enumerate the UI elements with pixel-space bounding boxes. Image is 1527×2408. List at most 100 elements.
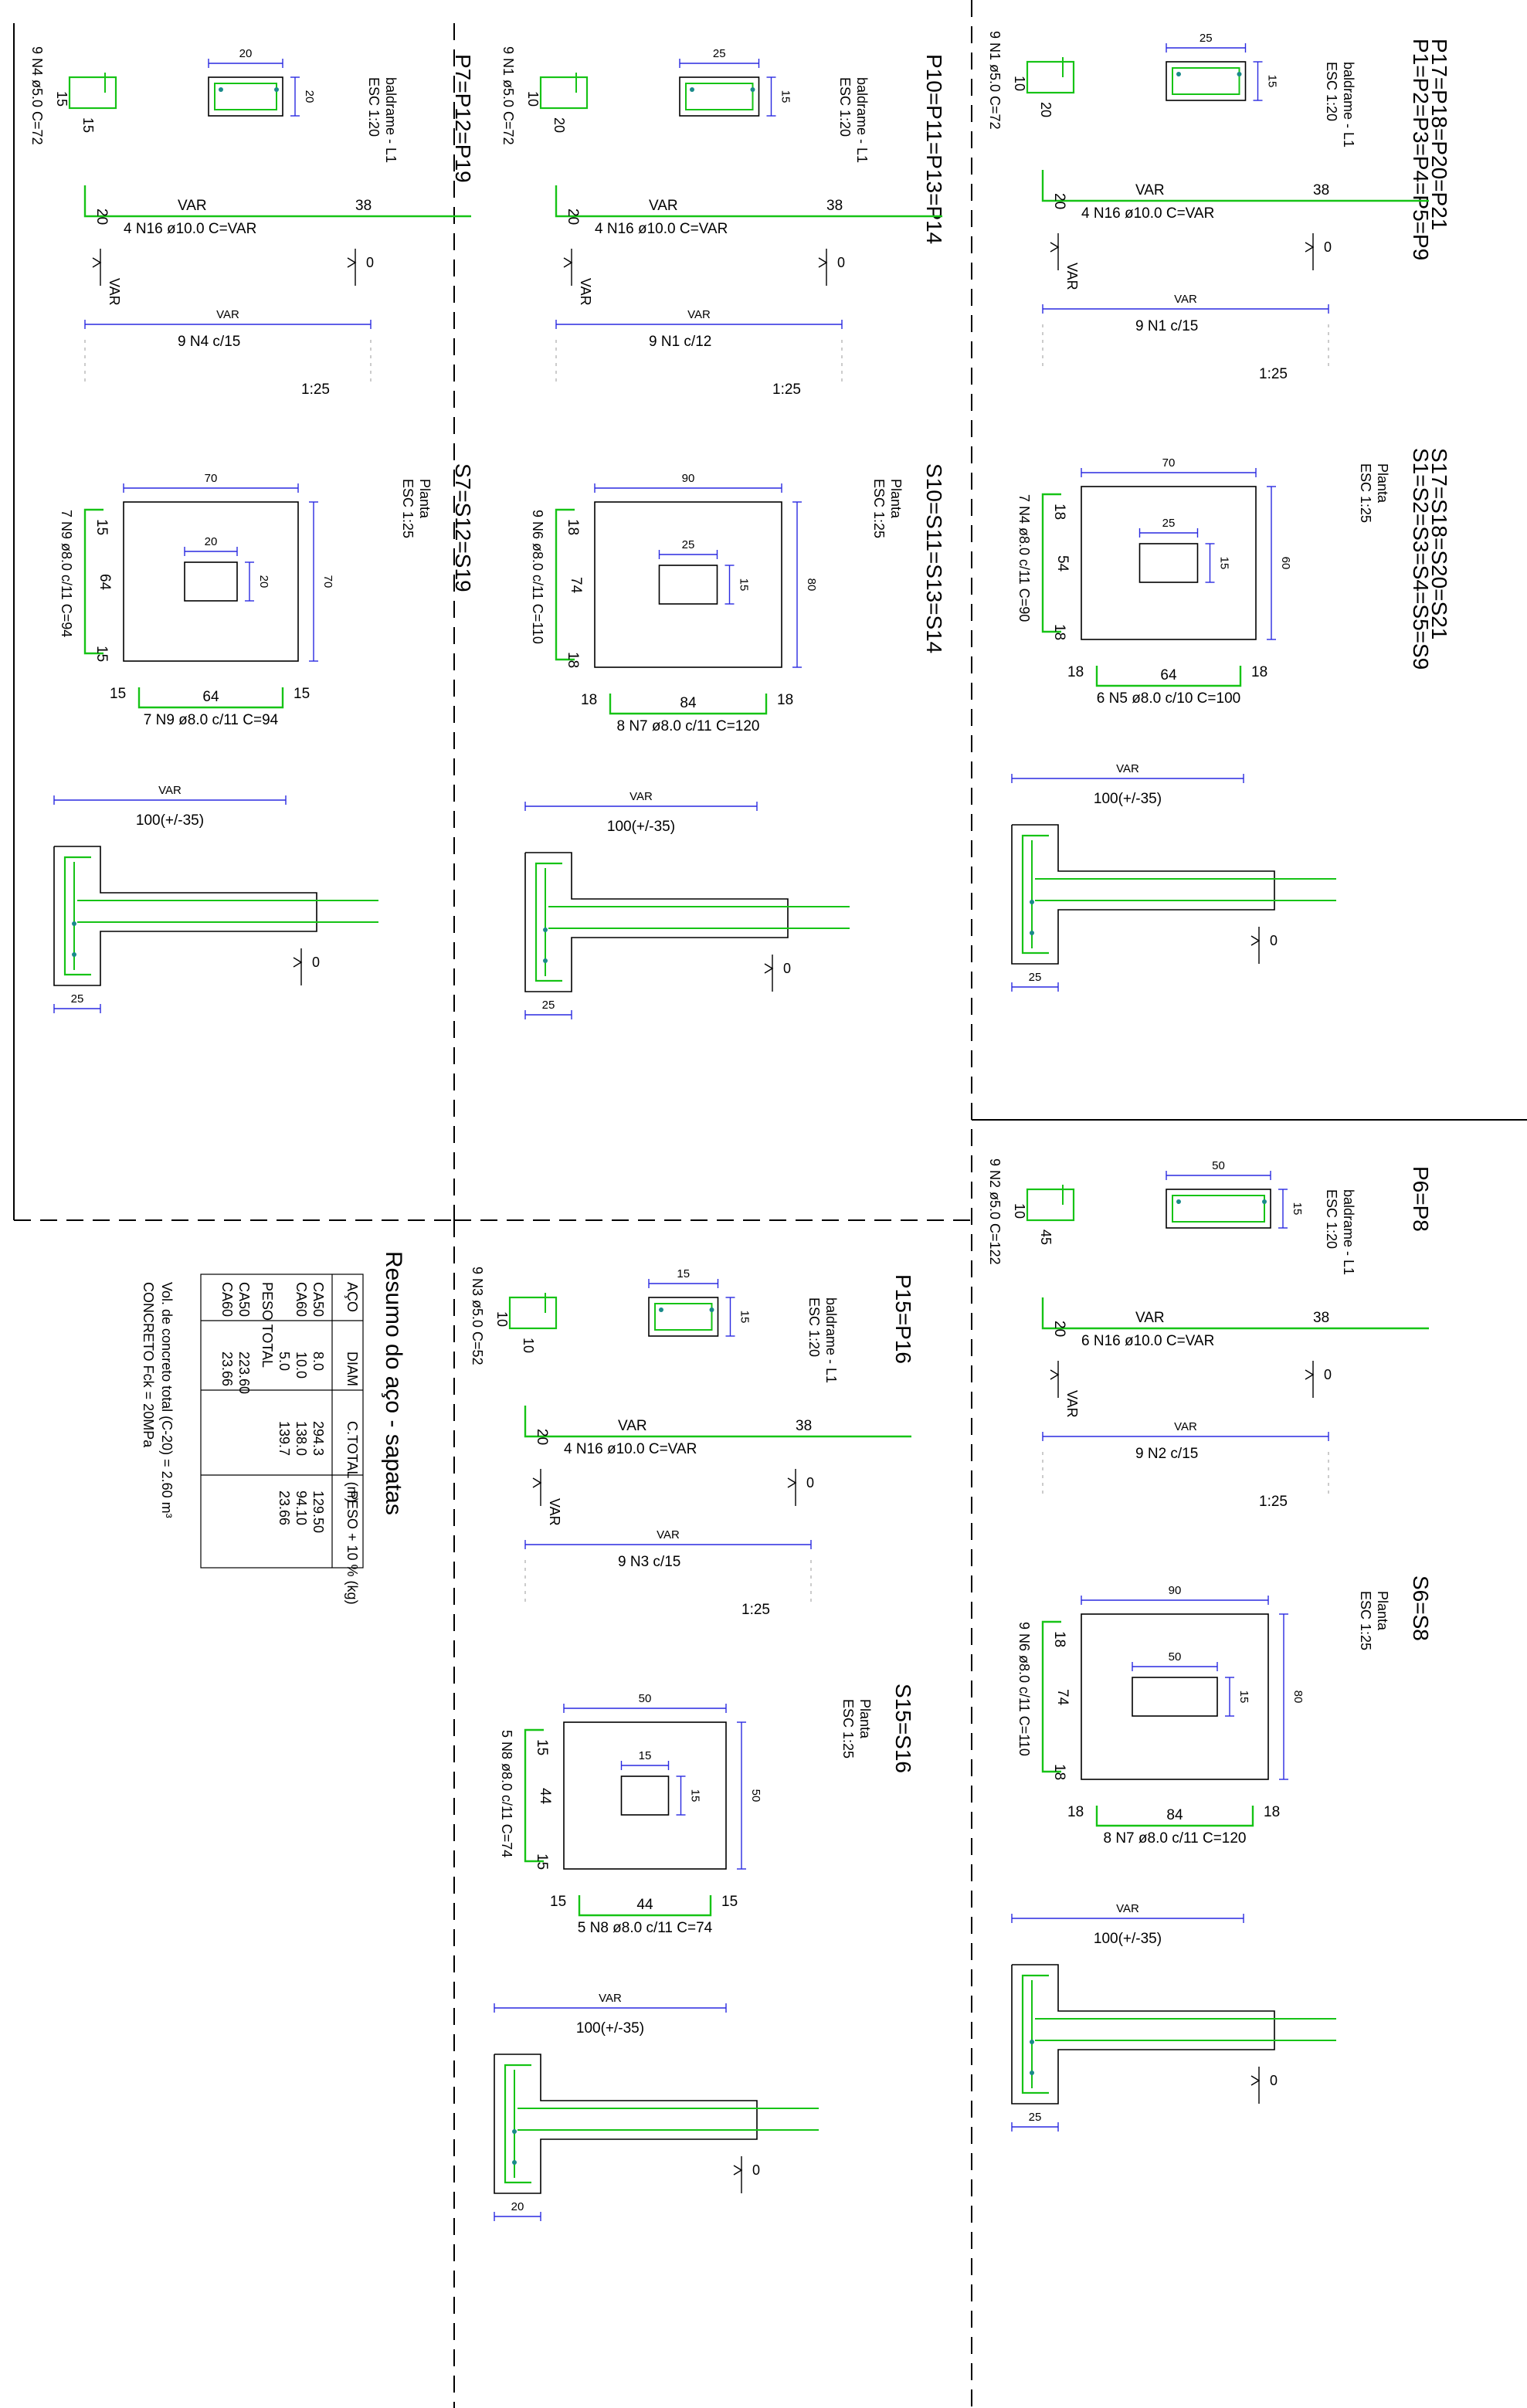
- var-vertical: VAR: [1064, 1390, 1080, 1418]
- dimension-label: VAR: [1174, 293, 1197, 306]
- bar-b-end: 18: [777, 692, 793, 708]
- dimension-label: 50: [1212, 1159, 1225, 1172]
- beam-label: baldrame - L1: [823, 1297, 839, 1383]
- bar-label: 4 N16 ø10.0 C=VAR: [124, 221, 256, 237]
- section-depth: 100(+/-35): [1094, 791, 1162, 807]
- stirrup-shape: [508, 1296, 558, 1330]
- footing-outline: [1081, 1613, 1269, 1780]
- stirrup-run-label: 9 N1 c/15: [1135, 318, 1198, 334]
- table-cell: 10.0: [294, 1352, 309, 1379]
- footing-view: Planta: [1375, 463, 1390, 504]
- bar-a-label: 7 N4 ø8.0 c/11 C=90: [1016, 494, 1032, 622]
- beam-label: baldrame - L1: [1341, 1189, 1356, 1275]
- longitudinal-bar: [524, 1406, 911, 1438]
- section-outline: [53, 846, 317, 986]
- bar-b-end: 15: [721, 1894, 738, 1910]
- rebar-dot: [709, 1307, 714, 1312]
- dimension-label: 15: [1237, 1691, 1250, 1704]
- level-marker: [733, 2165, 743, 2176]
- longitudinal-bar: [555, 185, 942, 218]
- stirrup-run-label: 9 N1 c/12: [649, 334, 711, 350]
- table-cell: 138.0: [294, 1421, 309, 1456]
- stirrup-height: 15: [54, 91, 70, 107]
- bar-a-end: 15: [93, 646, 110, 662]
- peso-total-label: PESO TOTAL: [260, 1282, 275, 1368]
- footing-title: S7=S12=S19: [451, 463, 475, 592]
- bar-a-end: 18: [565, 519, 581, 535]
- table-cell: 8.0: [310, 1352, 326, 1371]
- table-cell: 23.66: [277, 1491, 292, 1525]
- level-label: 0: [806, 1475, 814, 1491]
- bar-left-length: 20: [1051, 193, 1067, 209]
- level-marker: [1305, 1369, 1315, 1380]
- dimension-label: 70: [205, 472, 218, 485]
- table-header: DIAM: [344, 1352, 360, 1386]
- total-grade: CA60: [219, 1282, 235, 1317]
- dimension-label: 25: [1200, 32, 1213, 45]
- dimension-label: 25: [71, 992, 84, 1006]
- section-depth: 100(+/-35): [576, 2020, 644, 2037]
- footing-scale: ESC 1:25: [1358, 463, 1373, 523]
- section-outline: [1011, 1964, 1275, 2104]
- bar-b-end: 15: [550, 1894, 566, 1910]
- stirrup-label: 9 N1 ø5.0 C=72: [501, 46, 516, 145]
- bar-label: 4 N16 ø10.0 C=VAR: [564, 1441, 697, 1457]
- beam-scale: ESC 1:20: [806, 1297, 822, 1357]
- footing-scale: ESC 1:25: [400, 479, 416, 538]
- beam-label: baldrame - L1: [1341, 62, 1356, 148]
- footing-bar-a: [555, 508, 575, 661]
- stirrup-height: 10: [1012, 76, 1027, 91]
- rebar-dot: [219, 87, 223, 92]
- footing-view: Planta: [417, 479, 433, 519]
- footing-view: Planta: [1375, 1591, 1390, 1631]
- pillar-title: P1=P2=P3=P4=P5=P9: [1409, 39, 1433, 260]
- beam-stirrup: [654, 1303, 713, 1331]
- total-value: 23.66: [219, 1352, 235, 1386]
- stirrup-shape: [539, 76, 589, 110]
- bar-right-length: 38: [796, 1418, 812, 1434]
- section-bar: [1021, 834, 1049, 955]
- bar-a-end: 18: [1051, 1631, 1067, 1647]
- rebar-dot: [512, 2129, 517, 2134]
- table-cell: 129.50: [310, 1491, 326, 1533]
- rebar-dot: [750, 87, 755, 92]
- dimension-label: 20: [205, 535, 218, 548]
- longitudinal-bar: [1041, 170, 1429, 202]
- dimension-label: VAR: [687, 308, 711, 321]
- level-marker: [1250, 2075, 1261, 2086]
- footing-title: S6=S8: [1409, 1575, 1433, 1641]
- concrete-fck: CONCRETO Fck = 20MPa: [141, 1282, 156, 1448]
- total-value: 223.60: [236, 1352, 252, 1394]
- bar-b-end: 18: [1067, 664, 1084, 680]
- footing-outline: [1081, 486, 1257, 640]
- footing-scale: ESC 1:25: [840, 1699, 856, 1759]
- level-label: 0: [366, 255, 374, 270]
- bar-right-length: 38: [1313, 1310, 1329, 1326]
- dimension-label: 50: [639, 1692, 652, 1705]
- section-bar: [534, 862, 562, 982]
- bar-middle-length: VAR: [1135, 1310, 1165, 1326]
- bar-middle-length: VAR: [1135, 182, 1165, 198]
- bar-left-length: 20: [93, 209, 110, 225]
- rebar-dot: [1176, 72, 1181, 76]
- dimension-label: VAR: [158, 784, 182, 797]
- bar-label: 4 N16 ø10.0 C=VAR: [595, 221, 728, 237]
- rebar-dot: [274, 87, 279, 92]
- section-depth: 100(+/-35): [607, 819, 675, 835]
- dimension-label: 15: [779, 90, 792, 103]
- dimension-label: VAR: [629, 790, 653, 803]
- bar-right-length: 38: [355, 198, 372, 214]
- bar-b-mid: 64: [1160, 667, 1177, 683]
- column-outline: [1132, 1677, 1218, 1717]
- section-outline: [494, 2054, 758, 2194]
- bar-b-label: 8 N7 ø8.0 c/11 C=120: [616, 718, 759, 734]
- pillar-title: P10=P11=P13=P14: [922, 54, 946, 244]
- level-marker: [1250, 935, 1261, 946]
